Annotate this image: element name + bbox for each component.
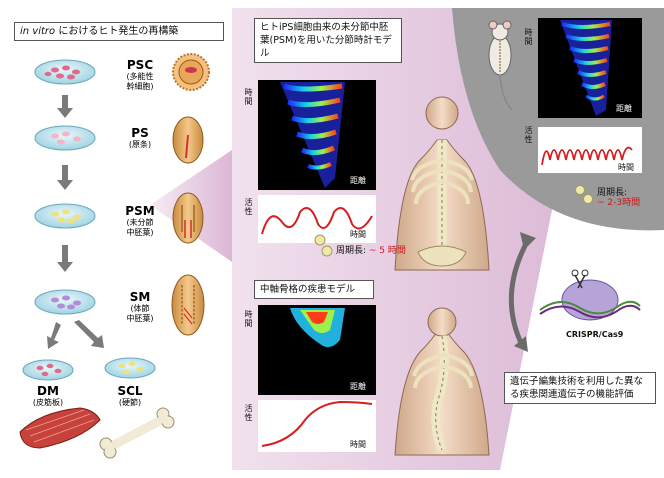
axis-activity-mouse: 活性	[524, 126, 533, 144]
period-mouse: 周期長: ~ 2-3時間	[597, 188, 640, 208]
petri-dish-psc	[34, 59, 96, 85]
period-psm-value: ~ 5 時間	[368, 246, 406, 256]
axis-time-graph-mouse: 時間	[618, 163, 634, 172]
activity-curve-psm	[261, 207, 373, 235]
embryo-psc	[172, 53, 210, 91]
curved-double-arrow	[508, 232, 536, 352]
axis-time-graph-psm: 時間	[350, 230, 366, 239]
heatmap-psm-bands	[280, 82, 345, 188]
axis-time-psm: 時間	[244, 88, 253, 106]
heatmap-mouse-bands	[560, 20, 612, 116]
stage-arrows	[47, 95, 104, 349]
cell-beads-mouse	[575, 185, 593, 204]
activity-curve-mouse	[541, 146, 633, 166]
period-mouse-value: ~ 2-3時間	[597, 198, 641, 208]
axis-time-mouse: 時間	[524, 28, 533, 46]
model2-title: 中軸骨格の疾患モデル	[260, 284, 356, 295]
axis-distance-disease: 距離	[350, 382, 366, 391]
period-psm: 周期長: ~ 5 時間	[336, 246, 406, 256]
axis-activity-psm: 活性	[244, 198, 253, 216]
axis-distance-psm: 距離	[350, 176, 366, 185]
axis-activity-disease: 活性	[244, 404, 253, 422]
stage-name-ps: PS	[131, 126, 149, 140]
stage-label-scl: SCL (硬節)	[104, 384, 156, 408]
stage-sub1-psc: (多能性	[126, 72, 154, 81]
activity-curve-disease	[261, 400, 373, 447]
petri-dish-psm	[34, 203, 96, 229]
left-title-rest: におけるヒト発生の再構築	[55, 26, 179, 37]
stage-sub2-psc: 幹細胞)	[126, 82, 154, 91]
model1-title: ヒトiPS細胞由来の未分節中胚葉(PSM)を用いた分節時計モデル	[260, 22, 392, 59]
crispr-cas9-icon	[539, 269, 641, 321]
stage-sub1-psm: (未分節	[126, 218, 154, 227]
model2-title-box: 中軸骨格の疾患モデル	[254, 280, 374, 299]
axis-time-disease: 時間	[244, 310, 253, 328]
model1-title-box: ヒトiPS細胞由来の未分節中胚葉(PSM)を用いた分節時計モデル	[254, 18, 402, 63]
axis-time-graph-disease: 時間	[350, 440, 366, 449]
cell-beads-center	[314, 234, 333, 257]
period-psm-label: 周期長:	[336, 246, 369, 256]
stage-name-psc: PSC	[126, 58, 154, 72]
petri-dish-sm	[34, 289, 96, 315]
stage-label-ps: PS (原条)	[114, 126, 166, 150]
stage-label-psm: PSM (未分節 中胚葉)	[114, 204, 166, 238]
stage-label-sm: SM (体節 中胚葉)	[114, 290, 166, 324]
embryo-psm	[172, 192, 204, 244]
left-title-box: in vitro におけるヒト発生の再構築	[14, 22, 224, 41]
gene-edit-box: 遺伝子編集技術を利用した異なる疾患関連遺伝子の機能評価	[504, 372, 656, 404]
left-title-italic: in vitro	[20, 26, 56, 37]
human-torso-normal	[394, 96, 490, 271]
human-torso-disease	[394, 307, 490, 456]
stage-sub2-psm: 中胚葉)	[126, 228, 154, 237]
stage-sub1-scl: (硬節)	[118, 398, 142, 407]
stage-sub1-dm: (皮筋板)	[32, 398, 64, 407]
stage-sub1-sm: (体節	[130, 304, 150, 313]
muscle-illustration	[19, 407, 101, 449]
embryo-sm	[171, 274, 205, 336]
embryo-ps	[172, 116, 204, 164]
period-mouse-label: 周期長:	[597, 188, 628, 198]
stage-name-scl: SCL	[117, 384, 143, 398]
petri-dish-scl	[104, 357, 156, 379]
bone-illustration	[99, 407, 175, 459]
stage-sub1-ps: (原条)	[128, 140, 152, 149]
mouse-illustration	[488, 20, 513, 111]
crispr-label: CRISPR/Cas9	[566, 330, 624, 339]
stage-label-dm: DM (皮筋板)	[22, 384, 74, 408]
stage-name-psm: PSM	[125, 204, 155, 218]
petri-dish-dm	[22, 359, 74, 381]
stage-name-sm: SM	[129, 290, 151, 304]
stage-sub2-sm: 中胚葉)	[126, 314, 154, 323]
axis-distance-mouse: 距離	[616, 104, 632, 113]
petri-dish-ps	[34, 125, 96, 151]
stage-name-dm: DM	[37, 384, 59, 398]
gene-edit-text: 遺伝子編集技術を利用した異なる疾患関連遺伝子の機能評価	[510, 376, 644, 400]
stage-label-psc: PSC (多能性 幹細胞)	[114, 58, 166, 92]
